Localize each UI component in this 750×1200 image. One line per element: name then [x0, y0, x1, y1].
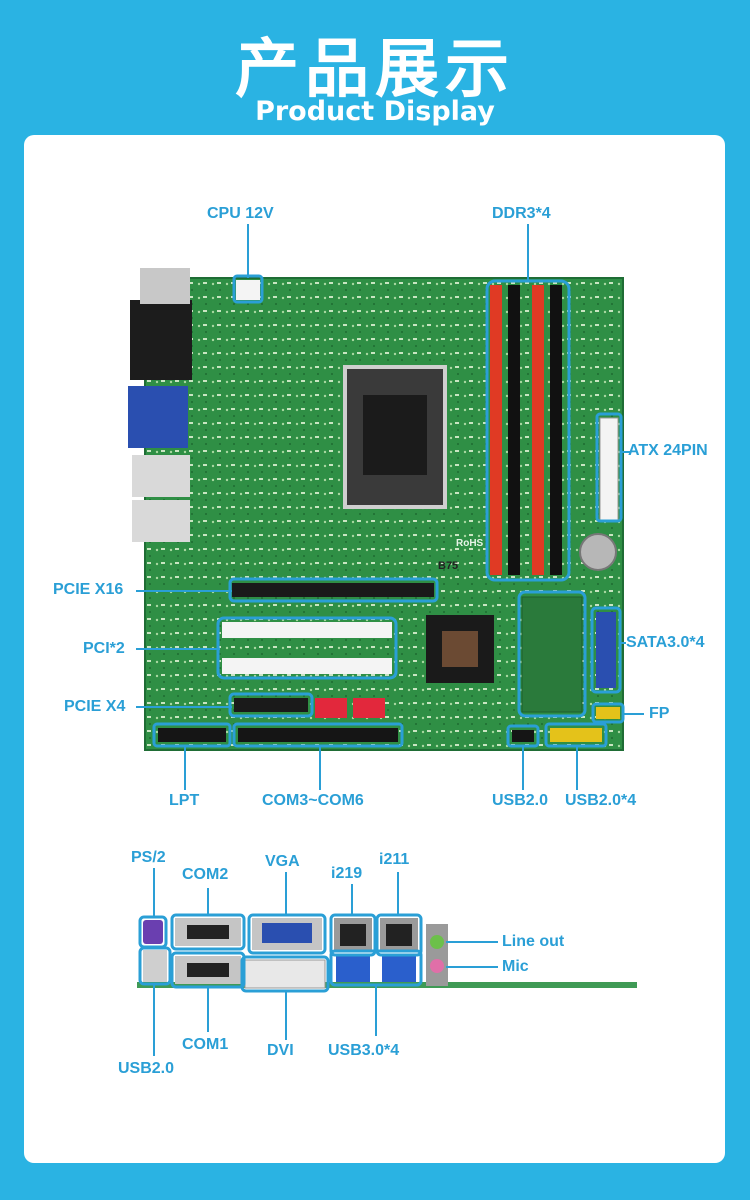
label-cpu-12v: CPU 12V [207, 205, 274, 222]
label-lpt: LPT [169, 792, 200, 809]
rohs-marking: RoHS [456, 538, 484, 549]
ps2-leader [153, 868, 155, 918]
dvi-leader [285, 992, 287, 1040]
page-subtitle: Product Display [255, 96, 495, 127]
label-usb30: USB3.0*4 [328, 1042, 400, 1059]
label-pci: PCI*2 [83, 640, 125, 657]
pcie-x4-leader [136, 706, 232, 708]
i211-leader [397, 872, 399, 916]
motherboard [128, 268, 624, 751]
label-atx-24pin: ATX 24PIN [628, 442, 708, 459]
label-dvi: DVI [267, 1042, 294, 1059]
label-line-out: Line out [502, 933, 565, 950]
label-usb20-x4: USB2.0*4 [565, 792, 637, 809]
label-ddr3: DDR3*4 [492, 205, 551, 222]
label-usb20-io: USB2.0 [118, 1060, 175, 1077]
cpu12v-leader [247, 224, 249, 278]
fp-leader [622, 713, 644, 715]
lineout-leader [446, 941, 498, 943]
pci-leader [136, 648, 220, 650]
label-ps2: PS/2 [131, 849, 166, 866]
label-pcie-x4: PCIE X4 [64, 698, 126, 715]
label-i211: i211 [379, 851, 410, 868]
page-title: 产品展示 [235, 33, 515, 107]
label-vga: VGA [265, 853, 300, 870]
com2-leader [207, 888, 209, 916]
lpt-leader [184, 746, 186, 790]
label-pcie-x16: PCIE X16 [53, 581, 124, 598]
label-com2: COM2 [182, 866, 229, 883]
usb20x4-leader [576, 746, 578, 790]
label-sata: SATA3.0*4 [626, 634, 705, 651]
i219-leader [351, 884, 353, 916]
mic-leader [446, 966, 498, 968]
com1-leader [207, 988, 209, 1032]
sata-leader [620, 642, 626, 644]
pcie-x16-leader [136, 590, 232, 592]
label-usb20-header: USB2.0 [492, 792, 549, 809]
chipset-marking: B75 [438, 560, 459, 572]
com-leader [319, 746, 321, 790]
atx-leader [620, 451, 630, 453]
label-mic: Mic [502, 958, 529, 975]
label-fp: FP [649, 705, 670, 722]
usb30-leader [375, 986, 377, 1036]
ddr3-leader [527, 224, 529, 282]
usb20-io-leader [153, 984, 155, 1056]
label-com3-com6: COM3~COM6 [262, 792, 364, 809]
vga-leader [285, 872, 287, 916]
label-com1: COM1 [182, 1036, 229, 1053]
usb20-header-leader [522, 746, 524, 790]
label-i219: i219 [331, 865, 363, 882]
